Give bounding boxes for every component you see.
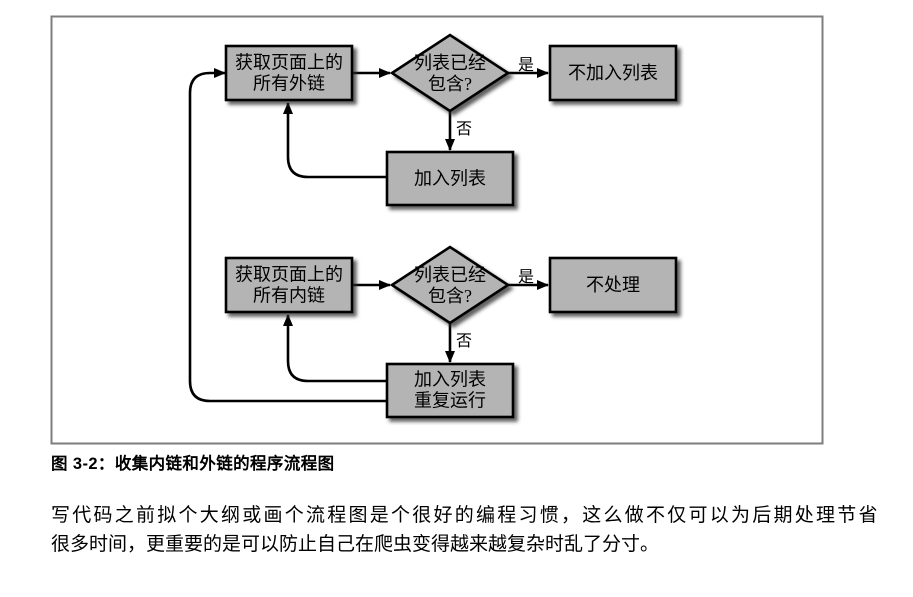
node-label: 所有外链: [253, 74, 325, 94]
node-add-and-repeat: [385, 362, 515, 419]
connector-arrow-main-loop: [188, 68, 388, 403]
branch-label-no: 否: [456, 333, 472, 350]
node-decision-external: [389, 33, 511, 113]
node-get-internal-links: [224, 256, 354, 314]
node-dont-add-to-list: [548, 44, 678, 102]
branch-labels: 是 否 是 否: [456, 57, 534, 350]
body-paragraph-line: 很多时间，更重要的是可以防止自己在爬虫变得越来越复杂时乱了分寸。: [51, 534, 660, 555]
branch-label-no: 否: [456, 121, 472, 138]
connector-arrow-loop: [283, 314, 388, 383]
nodes: [224, 33, 678, 419]
branch-label-yes: 是: [518, 57, 534, 74]
node-label: 所有内链: [253, 286, 325, 306]
body-paragraph: 写代码之前拟个大纲或画个流程图是个很好的编程习惯，这么做不仅可以为后期处理节省 …: [51, 501, 880, 559]
node-label: 加入列表: [414, 370, 486, 390]
node-label: 获取页面上的: [235, 53, 343, 73]
connectors: [188, 68, 549, 403]
node-dont-process: [548, 256, 678, 314]
node-label: 包含?: [428, 74, 472, 94]
node-labels: 获取页面上的 所有外链 列表已经 包含? 不加入列表 加入列表 获取页面上的 所…: [235, 53, 658, 411]
body-paragraph-line: 写代码之前拟个大纲或画个流程图是个很好的编程习惯，这么做不仅可以为后期处理节省: [51, 505, 880, 526]
node-label: 包含?: [428, 286, 472, 306]
node-label: 重复运行: [414, 391, 486, 411]
node-label: 获取页面上的: [235, 265, 343, 285]
node-label: 加入列表: [414, 169, 486, 189]
node-decision-internal: [389, 245, 511, 325]
connector-arrow-loop: [283, 102, 388, 179]
branch-label-yes: 是: [518, 269, 534, 286]
figure-caption: 图 3-2：收集内链和外链的程序流程图: [51, 455, 335, 473]
node-get-external-links: [224, 44, 354, 102]
node-label: 不加入列表: [568, 63, 658, 83]
node-label: 列表已经: [414, 53, 486, 73]
node-add-to-list: [385, 150, 515, 207]
node-label: 列表已经: [414, 265, 486, 285]
node-label: 不处理: [586, 275, 640, 295]
